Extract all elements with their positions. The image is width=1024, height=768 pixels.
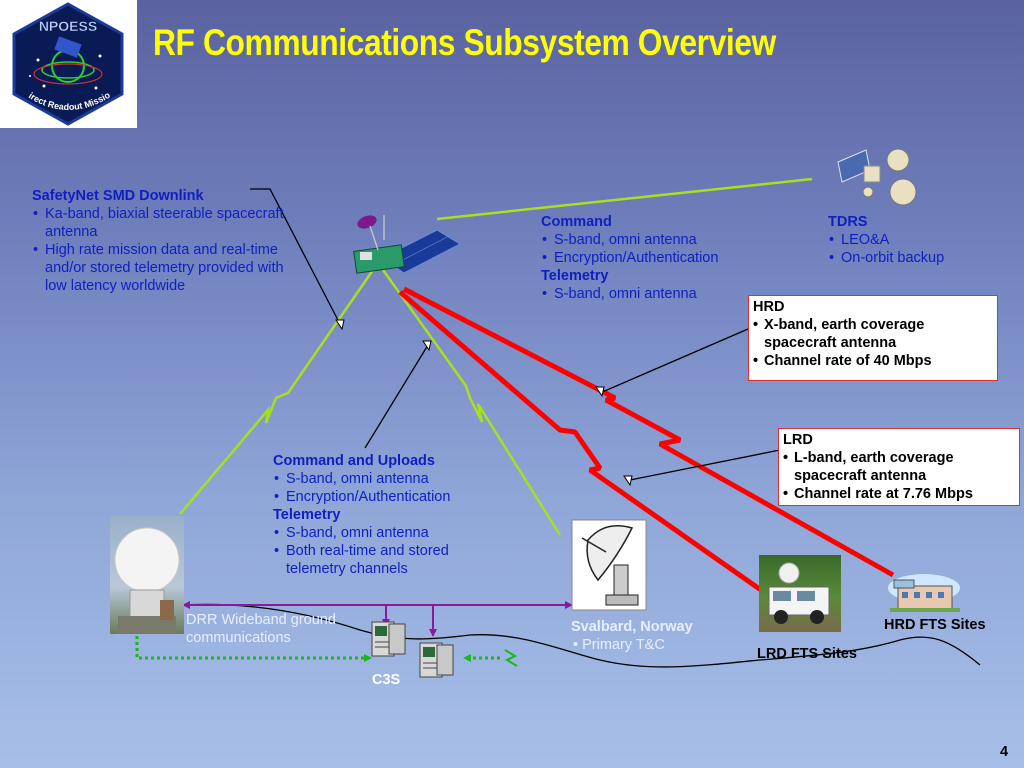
lrd-fts-label: LRD FTS Sites — [757, 646, 857, 662]
antenna-marker-x — [595, 386, 605, 398]
svalbard-item: Primary T&C — [582, 637, 665, 653]
lrd-callout — [629, 449, 781, 481]
c3s-computer-icon-2 — [419, 642, 454, 678]
command-heading: Command — [541, 214, 612, 230]
hrd-callout — [599, 328, 749, 394]
command-uploads-telemetry-item: S-band, omni antenna — [273, 524, 493, 542]
hrd-fts-label: HRD FTS Sites — [884, 617, 986, 633]
hrd-item: X-band, earth coverage spacecraft antenn… — [753, 316, 993, 352]
hrd-box: HRD X-band, earth coverage spacecraft an… — [748, 295, 998, 381]
drr-label: DRR Wideband ground communications — [186, 612, 336, 646]
page-title: RF Communications Subsystem Overview — [153, 22, 776, 63]
command-item: Encryption/Authentication — [541, 249, 761, 267]
hrd-item: Channel rate of 40 Mbps — [753, 352, 993, 370]
command-uploads-item: Encryption/Authentication — [273, 488, 493, 506]
telemetry-heading: Telemetry — [541, 268, 609, 284]
command-callout — [364, 344, 429, 449]
drr-c3s-dotted-link — [135, 636, 365, 660]
tdrs-heading: TDRS — [828, 214, 868, 230]
terrain-line — [181, 603, 981, 668]
safetynet-item: High rate mission data and real-time and… — [32, 241, 292, 295]
antenna-marker-s — [422, 340, 432, 352]
safetynet-item: Ka-band, biaxial steerable spacecraft an… — [32, 205, 292, 241]
safetynet-callout — [250, 188, 341, 325]
logo-top-text: NPOESS — [39, 18, 97, 34]
drr-radome-photo — [110, 516, 184, 634]
command-uploads-telemetry-heading: Telemetry — [273, 507, 341, 523]
lrd-item: L-band, earth coverage spacecraft antenn… — [783, 449, 1015, 485]
npoess-satellite-icon — [353, 215, 462, 285]
page-number: 4 — [1000, 744, 1009, 760]
hrd-heading: HRD — [753, 299, 785, 315]
svalbard-block: Svalbard, Norway • Primary T&C — [571, 618, 741, 654]
c3s-label: C3S — [372, 672, 401, 688]
lrd-link-line — [398, 290, 770, 598]
antenna-marker-l — [623, 475, 633, 487]
antenna-marker-ka — [335, 319, 345, 331]
tdrs-block: TDRS LEO&A On-orbit backup — [828, 213, 988, 267]
c3s-computer-icon — [371, 621, 406, 657]
hrd-fts-building-icon — [888, 574, 960, 612]
safetynet-block: SafetyNet SMD Downlink Ka-band, biaxial … — [32, 187, 292, 295]
command-uploads-telemetry-item: Both real-time and stored telemetry chan… — [273, 542, 493, 578]
svalbard-link-line — [381, 269, 562, 536]
lrd-heading: LRD — [783, 432, 813, 448]
tdrs-item: On-orbit backup — [828, 249, 988, 267]
tdrs-link-line — [436, 177, 813, 221]
svalbard-heading: Svalbard, Norway — [571, 619, 693, 635]
command-uploads-heading: Command and Uploads — [273, 453, 435, 469]
command-uploads-block: Command and Uploads S-band, omni antenna… — [273, 452, 493, 578]
lrd-box: LRD L-band, earth coverage spacecraft an… — [778, 428, 1020, 506]
tdrs-item: LEO&A — [828, 231, 988, 249]
command-uploads-item: S-band, omni antenna — [273, 470, 493, 488]
npoess-logo: NPOESS Direct Readout Mission — [0, 0, 137, 128]
command-item: S-band, omni antenna — [541, 231, 761, 249]
svalbard-dish-icon — [571, 519, 647, 611]
lrd-fts-vehicle-photo — [759, 555, 841, 632]
tdrs-satellite-icon — [837, 148, 917, 206]
lrd-item: Channel rate at 7.76 Mbps — [783, 485, 1015, 503]
telemetry-item: S-band, omni antenna — [541, 285, 761, 303]
command-block: Command S-band, omni antenna Encryption/… — [541, 213, 761, 303]
drr-link-line — [179, 269, 375, 515]
safetynet-heading: SafetyNet SMD Downlink — [32, 188, 204, 204]
